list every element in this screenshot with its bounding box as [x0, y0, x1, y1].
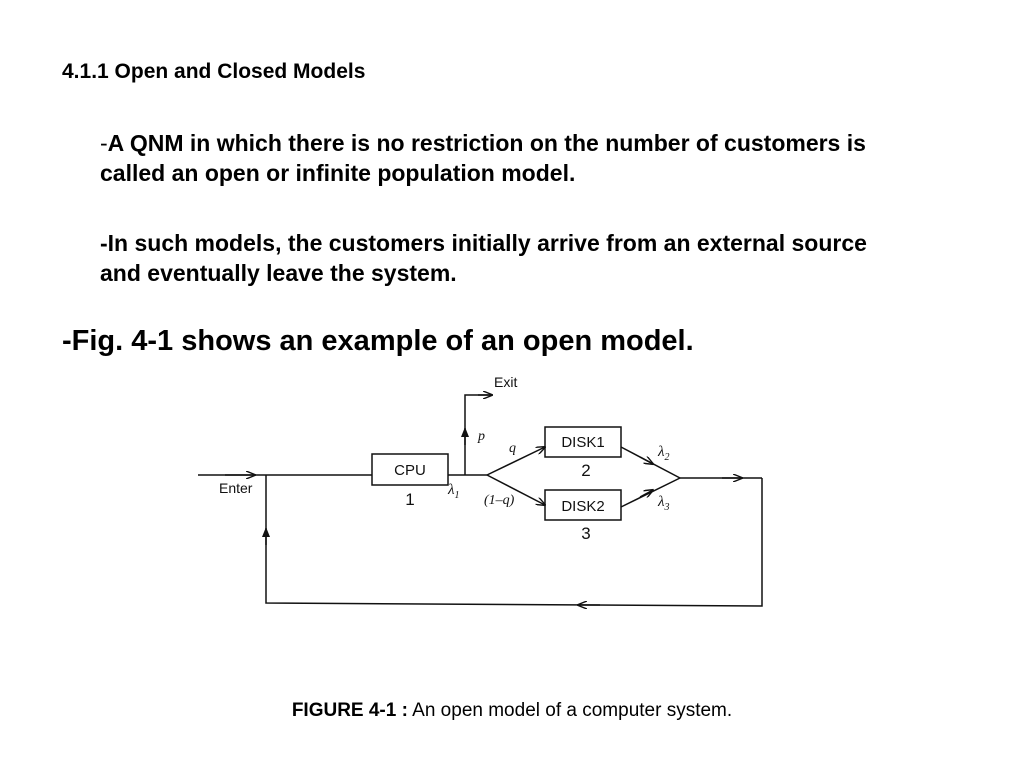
figure-reference-statement: -Fig. 4-1 shows an example of an open mo… [62, 325, 694, 357]
disk2-label: DISK2 [561, 498, 604, 515]
disk2-out-arrow [639, 490, 653, 497]
bullet-external-source: -In such models, the customers initially… [100, 228, 900, 288]
lambda3-symbol: λ [657, 494, 665, 510]
lambda1-label: λ1 [447, 482, 460, 501]
lambda3-subscript: 3 [664, 502, 670, 513]
figure-caption: FIGURE 4-1 : An open model of a computer… [0, 700, 1024, 722]
fork-to-disk1-line [486, 447, 545, 476]
p-label: p [477, 429, 485, 444]
bullet-open-model-definition: -A QNM in which there is no restriction … [100, 128, 900, 188]
q-label: q [509, 441, 516, 456]
cpu-box [371, 453, 449, 486]
disk2-box [544, 489, 622, 521]
bullet-text: -In such models, the customers initially… [100, 230, 867, 286]
enter-label: Enter [219, 480, 253, 496]
bullet-dash: - [100, 130, 108, 156]
figure-caption-label: FIGURE 4-1 : [291, 700, 408, 721]
fork-to-disk2-line [486, 474, 545, 505]
cpu-label: CPU [394, 462, 426, 479]
open-model-diagram: Enter Exit CPU 1 DISK1 2 DISK2 3 p q (1–… [198, 374, 763, 640]
lambda2-subscript: 2 [665, 452, 670, 463]
cpu-number: 1 [405, 490, 414, 509]
disk2-to-join-line [620, 477, 681, 508]
lambda2-label: λ2 [657, 444, 670, 463]
one-minus-q-label: (1–q) [484, 493, 515, 508]
lambda1-subscript: 1 [455, 490, 460, 501]
lambda2-symbol: λ [657, 444, 665, 460]
disk1-out-arrow [639, 457, 653, 464]
exit-label: Exit [494, 374, 517, 390]
lambda3-label: λ3 [657, 494, 670, 513]
disk1-box [544, 426, 622, 458]
figure-caption-text: An open model of a computer system. [407, 700, 733, 721]
disk2-number: 3 [581, 524, 590, 543]
disk1-number: 2 [581, 461, 590, 480]
bullet-text: A QNM in which there is no restriction o… [100, 130, 866, 186]
lambda1-symbol: λ [447, 482, 455, 498]
disk1-label: DISK1 [561, 434, 604, 451]
section-heading: 4.1.1 Open and Closed Models [62, 60, 366, 83]
